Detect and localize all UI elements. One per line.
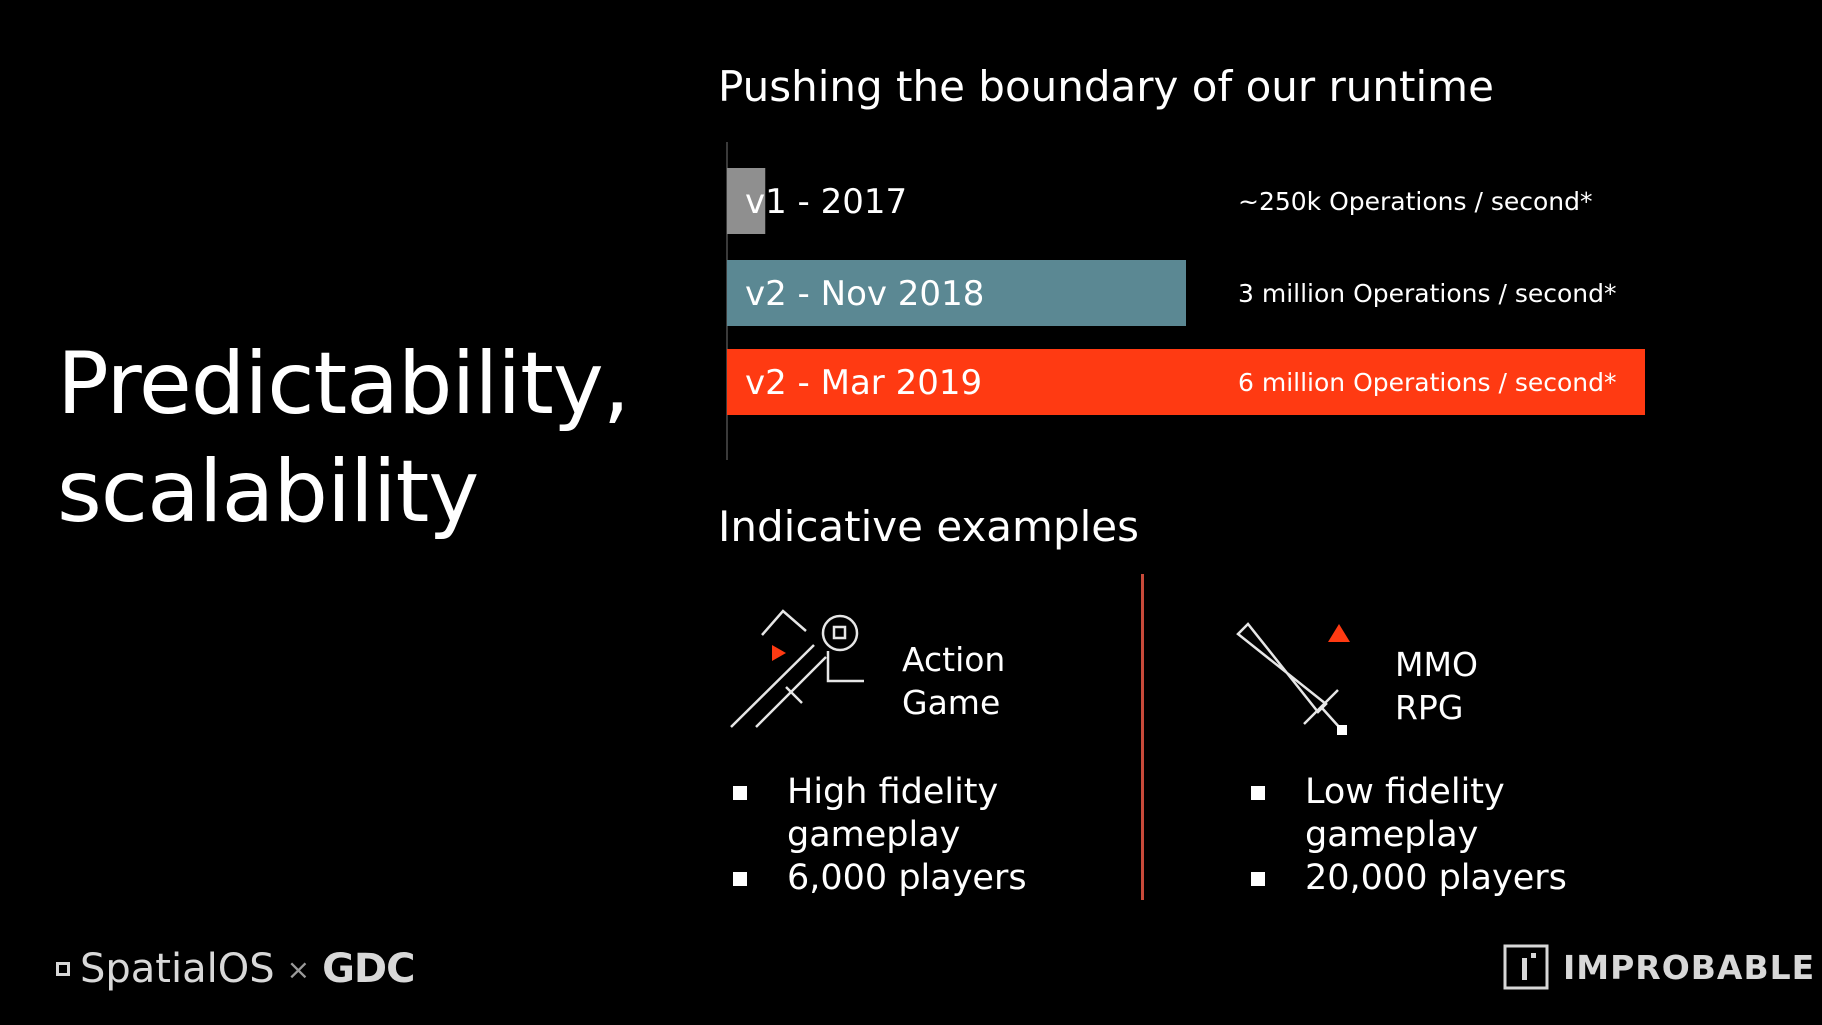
spatialos-gdc-logo: SpatialOS × GDC — [56, 946, 415, 992]
list-item: High fidelity gameplay — [724, 771, 1084, 857]
spatialos-square-icon — [56, 962, 70, 976]
action-game-icon — [726, 605, 866, 730]
examples-title: Indicative examples — [718, 502, 1140, 551]
value-label-3: 6 million Operations / second* — [1238, 368, 1617, 397]
gdc-wordmark: GDC — [322, 946, 415, 992]
bullet-icon — [733, 872, 747, 886]
bar-1 — [727, 168, 766, 234]
example-label-mmo-rpg: MMO RPG — [1395, 645, 1478, 727]
bullet-list-action-game: High fidelity gameplay 6,000 players — [724, 771, 1084, 900]
improbable-wordmark: IMPROBABLE — [1563, 947, 1816, 987]
list-item: Low fidelity gameplay — [1242, 771, 1602, 857]
improbable-logo: IMPROBABLE — [1503, 944, 1815, 990]
spatialos-wordmark: SpatialOS — [80, 946, 275, 992]
sword-icon — [1234, 620, 1354, 745]
example-label-action-game: Action Game — [902, 640, 1006, 722]
bullet-list-mmo-rpg: Low fidelity gameplay 20,000 players — [1242, 771, 1602, 900]
bullet-icon — [1251, 872, 1265, 886]
bullet-icon — [1251, 786, 1265, 800]
improbable-icon — [1503, 944, 1549, 990]
slide-title: Predictability, scalability — [57, 330, 677, 546]
value-label-2: 3 million Operations / second* — [1238, 279, 1617, 308]
slide-title-line2: scalability — [57, 442, 479, 542]
bar-chart: v1 - 2017 ~250k Operations / second* v2 - … — [726, 142, 1645, 460]
value-label-1: ~250k Operations / second* — [1238, 187, 1593, 216]
category-label-1: v1 - 2017 — [745, 182, 907, 222]
bar-3 — [727, 349, 1645, 415]
list-item: 20,000 players — [1242, 857, 1602, 900]
category-label-2: v2 - Nov 2018 — [745, 274, 984, 314]
chart-title: Pushing the boundary of our runtime — [718, 62, 1494, 111]
divider — [1141, 574, 1144, 900]
times-separator: × — [286, 952, 311, 986]
bullet-icon — [733, 786, 747, 800]
category-label-3: v2 - Mar 2019 — [745, 363, 982, 403]
slide-title-line1: Predictability, — [57, 334, 630, 434]
list-item: 6,000 players — [724, 857, 1084, 900]
bar-2 — [727, 260, 1186, 326]
